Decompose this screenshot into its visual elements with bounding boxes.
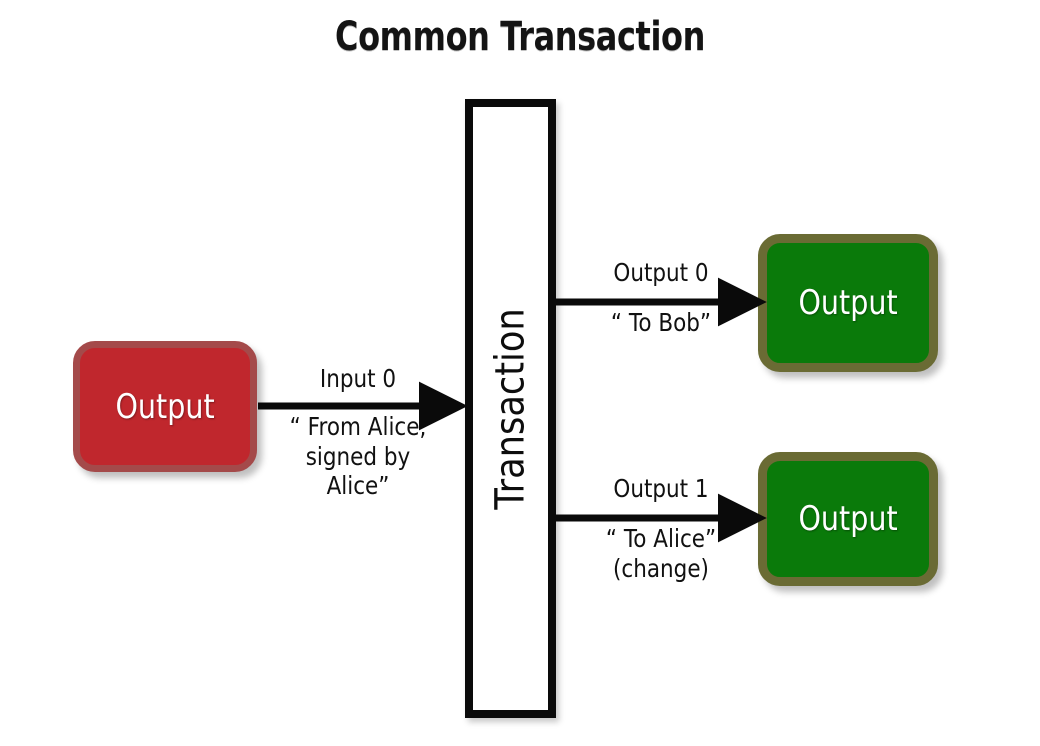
node-input-output[interactable]: Output	[73, 341, 257, 472]
node-output-0-label: Output	[798, 283, 898, 323]
node-output-0[interactable]: Output	[758, 234, 938, 372]
edge-label-output-1-above: Output 1	[613, 474, 709, 503]
arrow-output-1	[552, 493, 767, 543]
node-input-output-label: Output	[115, 386, 215, 427]
node-output-1-label: Output	[798, 499, 898, 539]
arrow-output-0	[552, 277, 767, 327]
edge-label-input-0-below: “ From Alice, signed by Alice”	[289, 412, 427, 500]
node-output-1[interactable]: Output	[758, 452, 938, 586]
edge-label-output-0-below: “ To Bob”	[610, 308, 712, 337]
page-title: Common Transaction	[335, 14, 705, 60]
arrow-input-0	[258, 381, 468, 431]
edge-label-input-0-above: Input 0	[319, 364, 397, 393]
node-transaction-label: Transaction	[487, 307, 534, 510]
edge-label-output-1-below: “ To Alice” (change)	[605, 524, 717, 583]
edge-label-output-0-above: Output 0	[613, 258, 709, 287]
node-transaction[interactable]: Transaction	[465, 99, 556, 718]
